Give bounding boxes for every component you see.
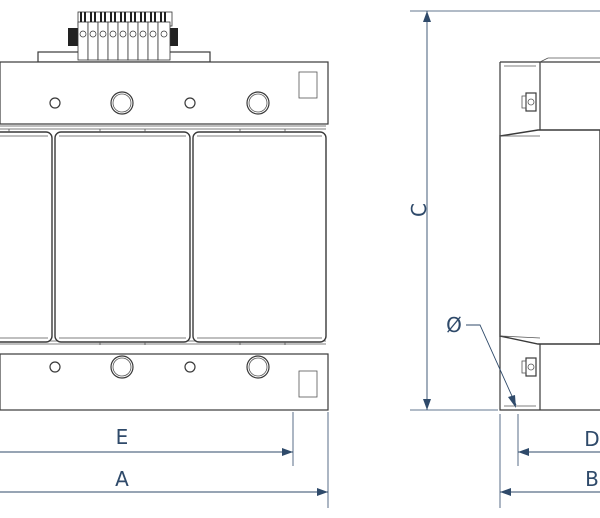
- diameter-leader: [466, 324, 517, 406]
- coil-center: [54, 131, 191, 343]
- side-bottom-bracket: [499, 336, 600, 411]
- side-bottom-bolt: [521, 357, 537, 377]
- top-clamp-slot: [298, 71, 318, 99]
- top-clamp-holes: [49, 91, 270, 115]
- terminal-block: [68, 11, 178, 61]
- bottom-clamp-slot: [298, 370, 318, 398]
- dimension-c-label: C: [407, 203, 431, 217]
- side-top-bracket: [499, 61, 600, 136]
- side-top-bolt: [521, 92, 537, 112]
- dimension-b-label: B: [585, 467, 599, 491]
- side-coil: [499, 129, 600, 345]
- coil-left: [0, 131, 53, 343]
- dimension-e-label: E: [116, 425, 129, 449]
- side-view: [499, 57, 600, 411]
- dimension-lines: [0, 10, 600, 508]
- coil-right: [192, 131, 327, 343]
- front-view: [0, 11, 329, 411]
- bottom-clamp-holes: [49, 355, 270, 379]
- dimension-a-label: A: [115, 467, 129, 491]
- top-clamp-plate: [0, 61, 329, 125]
- coils: [0, 129, 327, 345]
- bottom-clamp-plate: [0, 353, 329, 411]
- dimension-labels: C E A D B Ø: [115, 203, 600, 491]
- dimension-d-label: D: [584, 427, 599, 451]
- diameter-label: Ø: [446, 313, 462, 337]
